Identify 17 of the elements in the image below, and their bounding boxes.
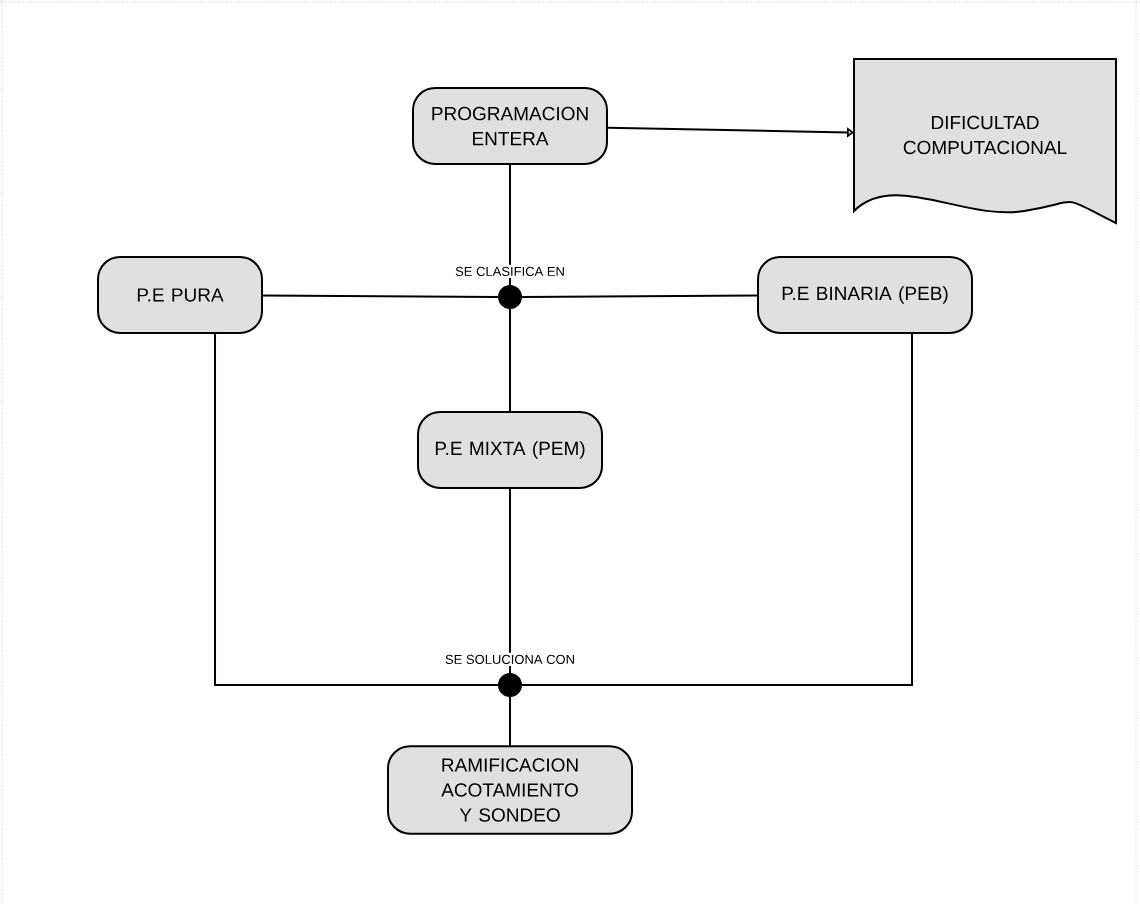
- junction-label: SE SOLUCIONA CON: [443, 652, 577, 666]
- connector: [262, 294, 499, 298]
- connector: [509, 488, 511, 674]
- connector: [509, 308, 511, 412]
- connector: [509, 696, 511, 747]
- connector: [214, 333, 499, 686]
- junction-dot: [498, 285, 522, 309]
- connector: [509, 164, 511, 286]
- connector: [521, 294, 758, 298]
- process-box: P.E MIXTA (PEM): [417, 411, 603, 489]
- connector: [521, 333, 913, 686]
- process-box: RAMIFICACION ACOTAMIENTO Y SONDEO: [387, 745, 633, 835]
- process-box: P.E BINARIA (PEB): [757, 256, 973, 334]
- junction-dot: [498, 673, 522, 697]
- process-box: P.E PURA: [97, 256, 263, 334]
- process-box: PROGRAMACION ENTERA: [412, 87, 608, 165]
- junction-label: SE CLASIFICA EN: [453, 264, 567, 278]
